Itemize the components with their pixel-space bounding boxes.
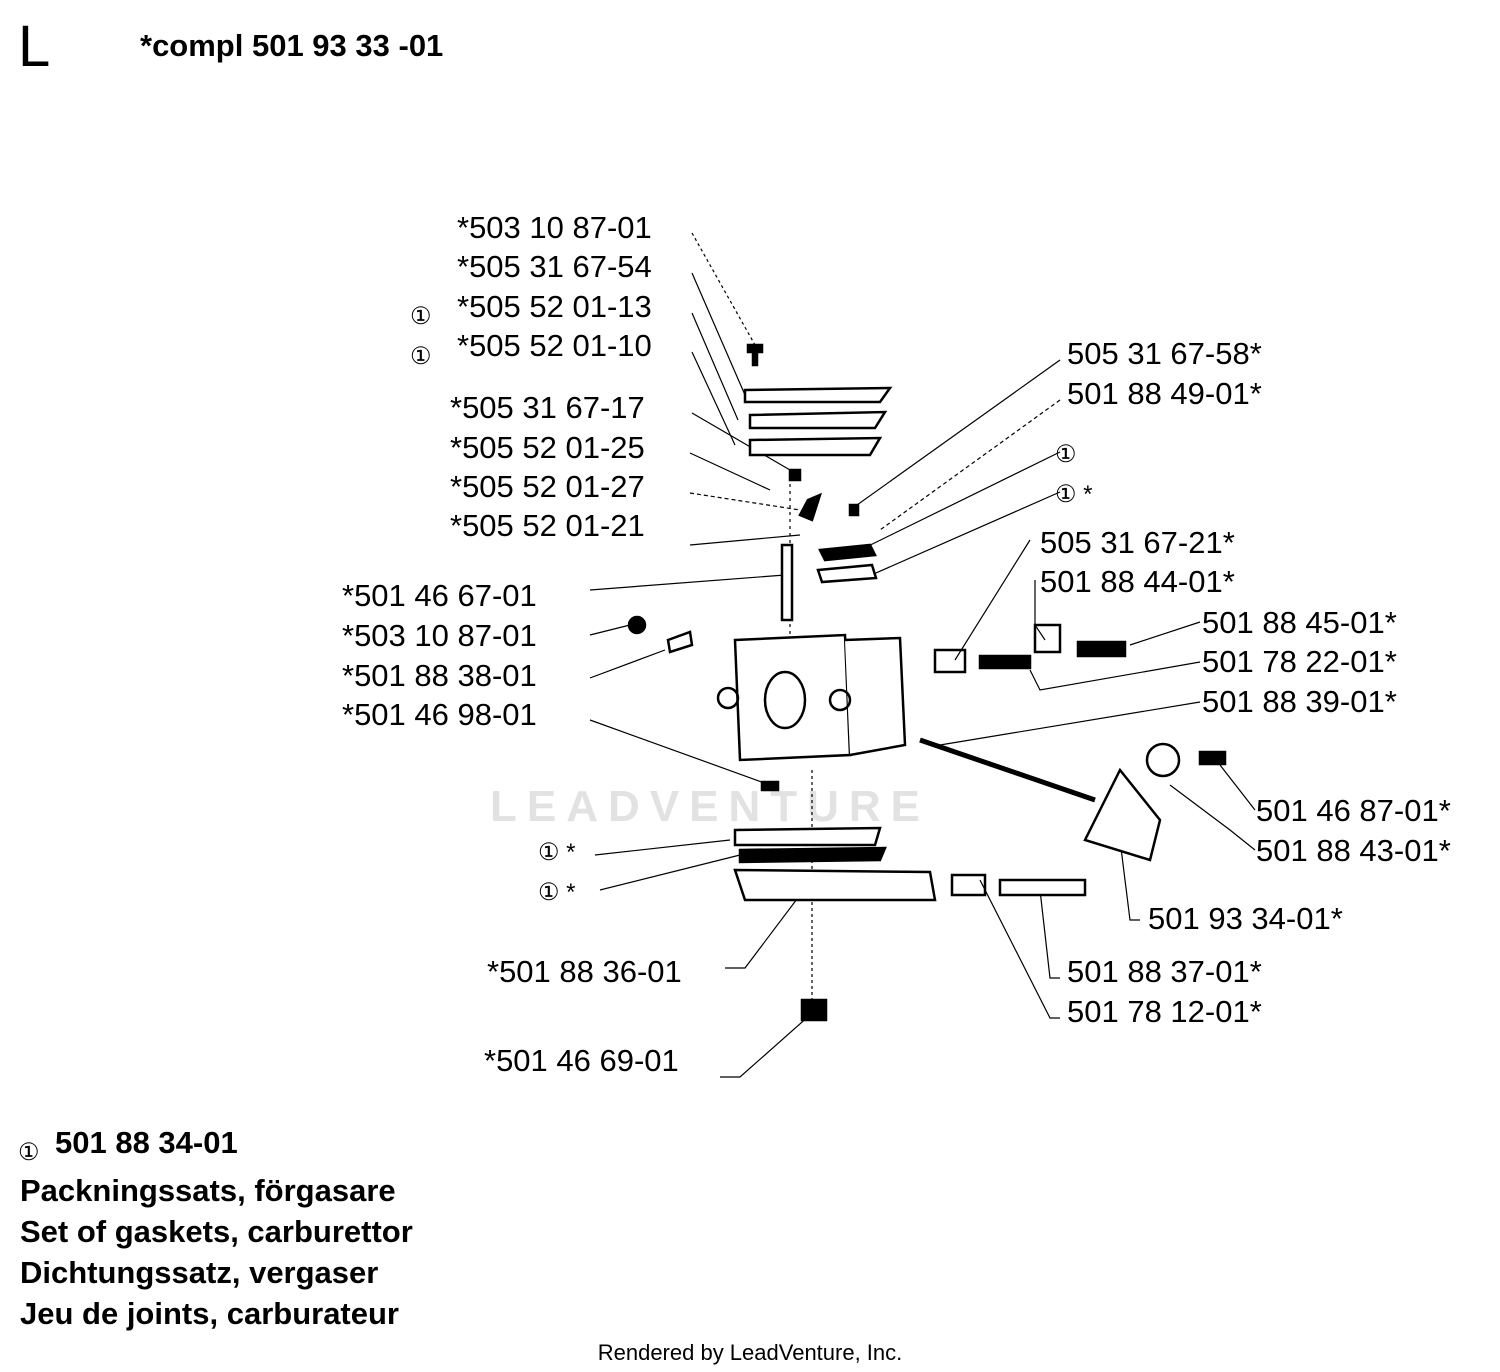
callout-505-52-01-10: *505 52 01-10 xyxy=(457,328,652,363)
kit-description-fr: Jeu de joints, carburateur xyxy=(20,1296,399,1331)
callout-501-88-45-01: 501 88 45-01* xyxy=(1202,605,1397,640)
callout-505-52-01-27: *505 52 01-27 xyxy=(450,469,645,504)
callout-505-31-67-58: 505 31 67-58* xyxy=(1067,336,1262,371)
callout-501-88-49-01: 501 88 49-01* xyxy=(1067,376,1262,411)
callout-501-78-12-01: 501 78 12-01* xyxy=(1067,994,1262,1029)
watermark: LEADVENTURE xyxy=(490,782,931,831)
callout-501-88-37-01: 501 88 37-01* xyxy=(1067,954,1262,989)
callout-501-88-39-01: 501 88 39-01* xyxy=(1202,684,1397,719)
callout-505-52-01-21: *505 52 01-21 xyxy=(450,508,645,543)
section-letter: L xyxy=(18,14,51,79)
callout-501-88-36-01: *501 88 36-01 xyxy=(487,954,682,989)
callout-501-78-22-01: 501 78 22-01* xyxy=(1202,644,1397,679)
kit-description-de: Dichtungssatz, vergaser xyxy=(20,1255,379,1290)
complete-assembly-label: *compl 501 93 33 -01 xyxy=(140,28,444,63)
callout-505-31-67-17: *505 31 67-17 xyxy=(450,390,645,425)
callout-501-46-98-01: *501 46 98-01 xyxy=(342,697,537,732)
footer-credit: Rendered by LeadVenture, Inc. xyxy=(597,1340,903,1365)
callout-501-46-87-01: 501 46 87-01* xyxy=(1256,793,1451,828)
kit-part-number: 501 88 34-01 xyxy=(55,1125,238,1160)
gasket-kit-mark-star-icon: ① * xyxy=(538,879,576,906)
callout-501-88-44-01: 501 88 44-01* xyxy=(1040,564,1235,599)
kit-description-en: Set of gaskets, carburettor xyxy=(20,1214,413,1249)
gasket-kit-mark-star-icon: ① * xyxy=(538,839,576,866)
gasket-kit-mark-icon: ① xyxy=(410,343,432,370)
callout-501-88-43-01: 501 88 43-01* xyxy=(1256,833,1451,868)
callout-503-10-87-01-top: *503 10 87-01 xyxy=(457,210,652,245)
gasket-kit-legend-mark-icon: ① xyxy=(18,1139,40,1166)
callout-501-46-69-01: *501 46 69-01 xyxy=(484,1043,679,1078)
callout-505-31-67-54: *505 31 67-54 xyxy=(457,249,652,284)
callout-501-46-67-01: *501 46 67-01 xyxy=(342,578,537,613)
callout-505-52-01-25: *505 52 01-25 xyxy=(450,430,645,465)
gasket-kit-mark-icon: ① xyxy=(1055,441,1077,468)
callout-501-93-34-01: 501 93 34-01* xyxy=(1148,901,1343,936)
gasket-kit-mark-star-icon: ① * xyxy=(1055,481,1093,508)
callout-503-10-87-01-left: *503 10 87-01 xyxy=(342,618,537,653)
diagram-parts xyxy=(627,343,1227,1022)
callout-505-52-01-13: *505 52 01-13 xyxy=(457,289,652,324)
callout-505-31-67-21: 505 31 67-21* xyxy=(1040,525,1235,560)
gasket-kit-mark-icon: ① xyxy=(410,303,432,330)
callout-501-88-38-01: *501 88 38-01 xyxy=(342,658,537,693)
kit-description-sv: Packningssats, förgasare xyxy=(20,1173,396,1208)
